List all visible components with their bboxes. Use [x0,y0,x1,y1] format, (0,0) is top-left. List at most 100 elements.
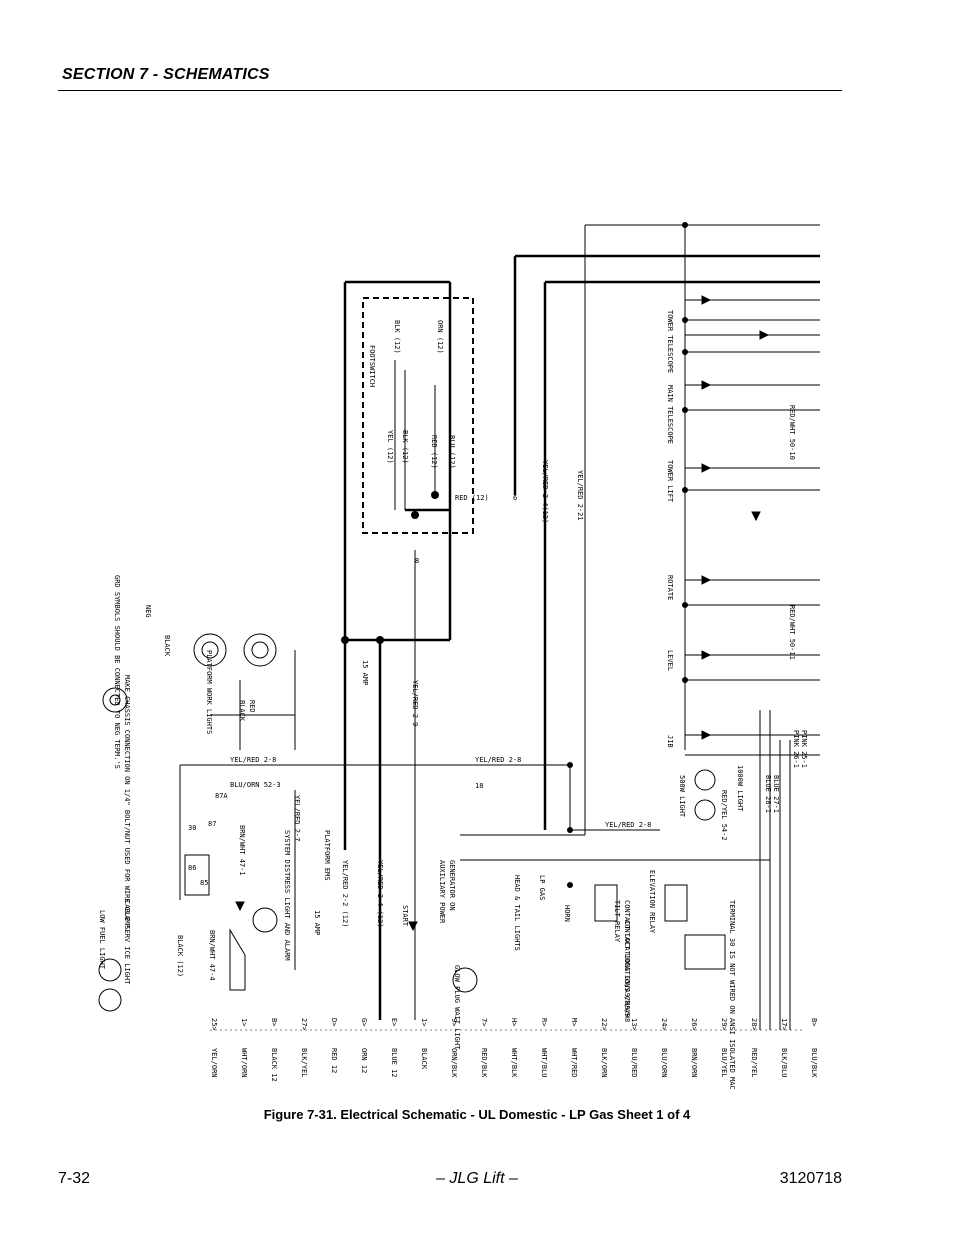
label-relay-85: 85 [200,879,208,887]
label-black: BLACK [163,635,171,657]
label-yelred29: YEL/RED 2-9 [411,680,419,726]
label-yelred28b: YEL/RED 2-8 [230,756,276,764]
connector-letter: 1> [420,1018,428,1026]
connector-label: ORN 12 [360,1048,368,1073]
label-level: LEVEL [666,650,674,671]
connector-label: BLK/ORN [600,1048,608,1078]
label-main-telescope: MAIN TELESCOPE [666,385,674,444]
connector-letter: 7> [480,1018,488,1026]
connector-label: WHT/BLU [540,1048,548,1078]
label-footswitch: FOOTSWITCH [368,345,376,387]
label-connector-6: 6 [513,494,517,502]
label-glow-plug: GLOW PLUG WAIT LIGHT [453,965,461,1050]
connector-label: BRN/ORN [690,1048,698,1078]
label-yelred22: YEL/RED 2-2 (12) [341,860,349,927]
label-yelred221: YEL/RED 2-21 [576,470,584,521]
label-blk12a: BLK (12) [393,320,401,354]
connector-terminals: B>BLU/BLK17>BLK/BLU28>RED/YEL29>BLU/YEL2… [210,1018,818,1082]
label-tower-telescope: TOWER TELESCOPE [666,310,674,373]
connector-label: BLACK [420,1048,428,1070]
connector-letter: G> [360,1018,368,1026]
label-generator-on: GENERATOR ON [448,860,456,911]
connector-label: BLK/YEL [300,1048,308,1078]
label-black12: BLACK (12) [176,935,184,977]
label-amp15a: 15 AMP [361,660,369,685]
label-chassis: MAKE CHASSIS CONNECTION ON 1/4" BOLT/NUT… [123,675,131,932]
connector-label: RED/YEL [750,1048,758,1078]
connector-label: ORN/BLK [450,1048,458,1078]
label-system-distress: SYSTEM DISTRESS LIGHT AND ALARM [283,830,291,961]
connector-letter: 28> [750,1018,758,1031]
label-light1000: 1000W LIGHT [736,765,744,812]
connector-label: RED/BLK [480,1048,488,1078]
label-aux-power: AUXILIARY POWER [438,860,446,924]
label-platform-ems: PLATFORM EMS [323,830,331,881]
label-head-tail: HEAD & TAIL LIGHTS [513,875,521,951]
label-redwht5011: RED/WHT 50-11 [788,605,796,660]
connector-label: BLU/RED [630,1048,638,1078]
electrical-schematic: FOOTSWITCH ORN (12) BLK (12) BLU (12) RE… [98,222,820,1090]
connector-label: BLU/ORN [660,1048,668,1078]
label-blk12b: BLK (12) [401,430,409,464]
section-title: SECTION 7 - SCHEMATICS [62,66,270,83]
connector-letter: 26> [690,1018,698,1031]
connector-letter: 29> [720,1018,728,1031]
connector-letter: 25> [210,1018,218,1031]
label-light500: 500W LIGHT [678,775,686,818]
label-elevation-relay: ELEVATION RELAY [648,870,656,934]
label-horn: HORN [563,905,571,922]
label-bluorn523: BLU/ORN 52-3 [230,781,281,789]
label-contact-locations-b: CONTACT LOCATIONS G5/A9/H9/H8 [623,900,631,1022]
label-relay-87a: 87A [215,792,228,800]
label-low-fuel: LOW FUEL LIGHT [98,910,106,970]
label-cable-serv: CABLE SERV ICE LIGHT [123,900,131,985]
connector-letter: R> [540,1018,548,1026]
connector-label: BLU/YEL [720,1048,728,1078]
label-red12a: RED (12) [430,435,438,469]
page-number: 7-32 [58,1170,91,1187]
connector-letter: 17> [780,1018,788,1031]
connector-label: RED 12 [330,1048,338,1073]
connector-label: WHT/RED [570,1048,578,1078]
label-red12b: RED (12) [455,494,489,502]
label-amp15b: 15 AMP [313,910,321,935]
header-rule [58,90,842,91]
connector-letter: M> [570,1018,578,1026]
label-blue281: BLUE 28-1 [764,775,772,813]
connector-label: WHT/BLK [510,1048,518,1078]
label-red-light: RED [248,700,256,713]
label-brnwht474: BRN/WHT 47-4 [208,930,216,981]
connector-letter: E> [390,1018,398,1026]
label-relay-86: 86 [188,864,196,872]
label-connector-18: 18 [475,782,483,790]
label-start: START [401,905,409,927]
label-rotate: ROTATE [666,575,674,600]
connector-letter: H> [510,1018,518,1026]
label-black-light: BLACK [238,700,246,722]
figure-caption: Figure 7-31. Electrical Schematic - UL D… [263,1107,691,1122]
label-yelred27: YEL/RED 2-7 [293,795,301,841]
footer-brand: – JLG Lift – [436,1170,518,1187]
connector-label: YEL/ORN [210,1048,218,1078]
label-lp-gas: LP GAS [538,875,546,900]
connector-letter: D> [330,1018,338,1026]
label-platform-work-lights: PLATFORM WORK LIGHTS [205,650,213,734]
label-blu12: BLU (12) [448,435,456,469]
label-grd-symbols: GRD SYMBOLS SHOULD BE CONNECTED TO NEG T… [113,575,121,769]
label-yelred28a: YEL/RED 2-8 [475,756,521,764]
connector-label: BLK/BLU [780,1048,788,1078]
connector-letter: 22> [600,1018,608,1031]
label-brnwht471: BRN/WHT 47-1 [238,825,246,876]
label-relay-30: 30 [188,824,196,832]
label-yelred24b: YEL/RED 2-4 (12) [376,860,384,927]
label-connector-8: 8 [415,557,419,565]
label-orn12: ORN (12) [436,320,444,354]
document-number: 3120718 [779,1170,842,1187]
label-yel12: YEL (12) [386,430,394,464]
label-tilt-relay: TILT RELAY [613,900,621,943]
label-neg: NEG [144,605,152,618]
label-blue271: BLUE 27-1 [772,775,780,813]
connector-letter: 1> [240,1018,248,1026]
label-redwht5010: RED/WHT 50-10 [788,405,796,460]
label-redyel542: RED/YEL 54-2 [720,790,728,841]
